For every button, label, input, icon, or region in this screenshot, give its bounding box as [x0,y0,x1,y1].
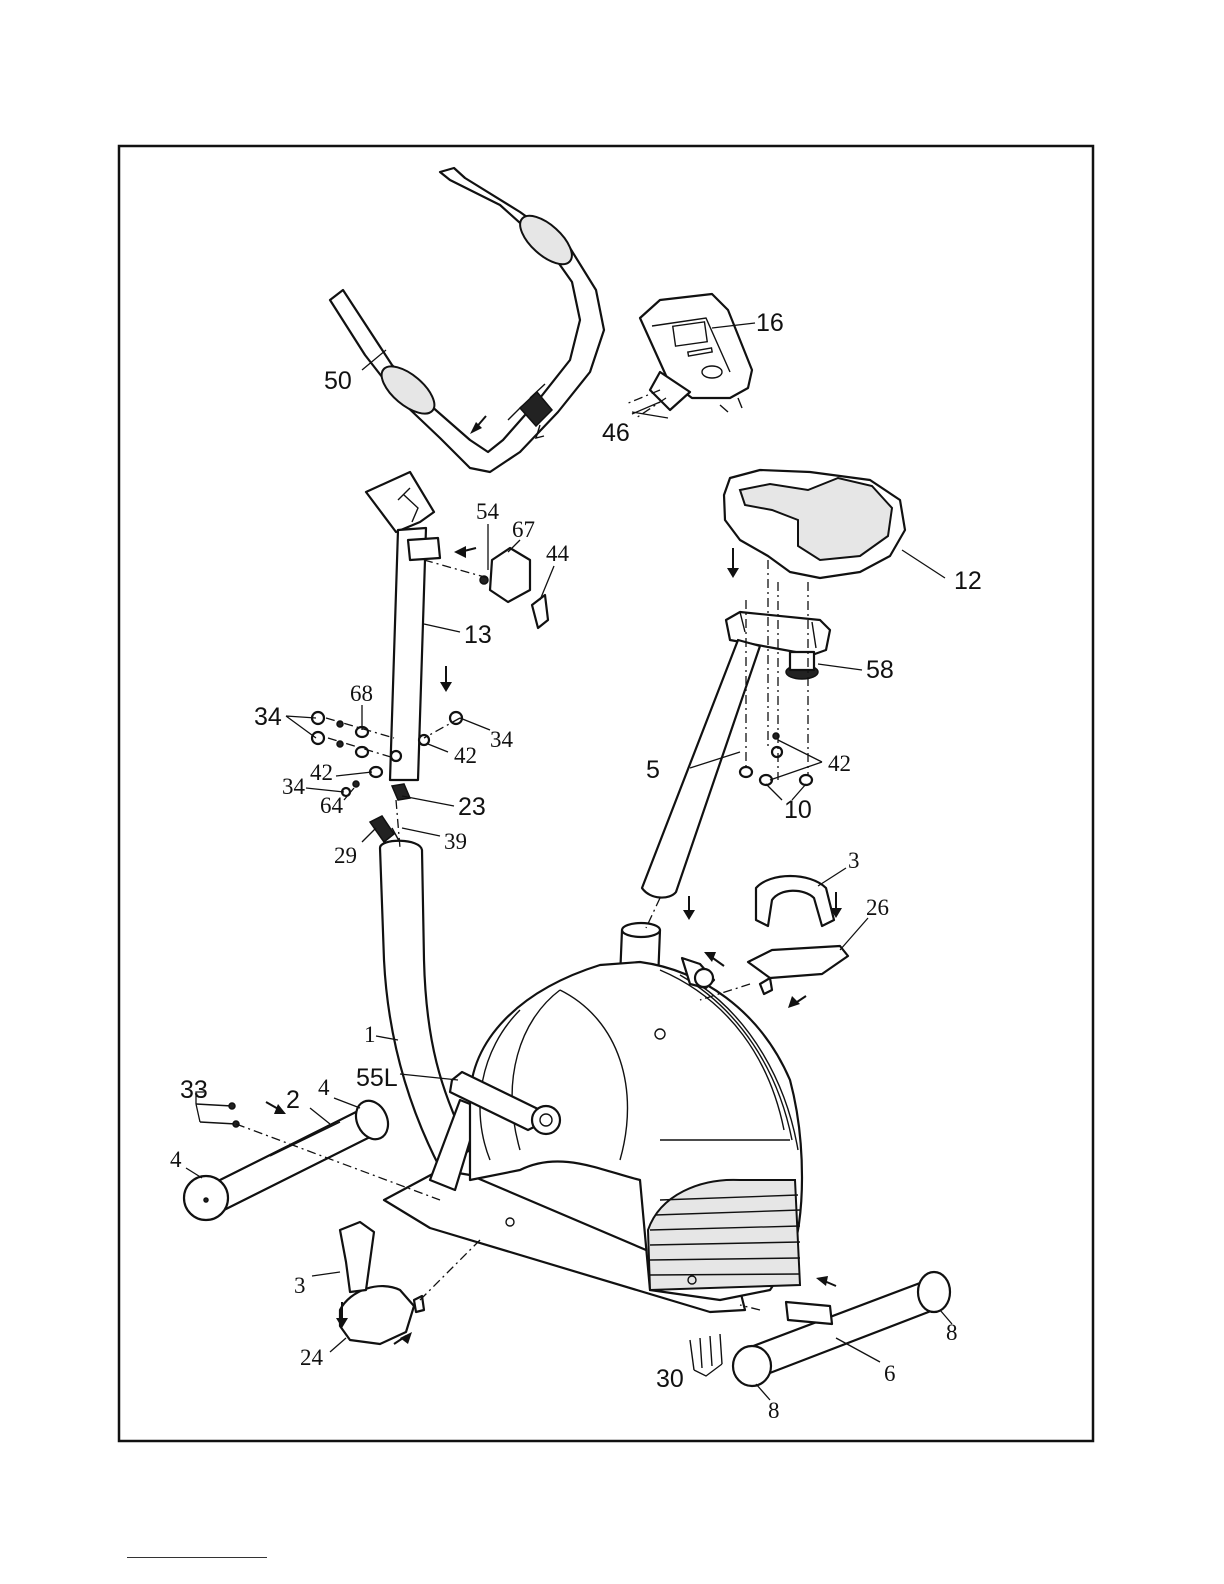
callout-64: 64 [320,793,344,818]
callout-55L: 55L [356,1064,398,1092]
handle-post-fasteners [312,712,462,796]
left-pedal [340,1222,424,1344]
callout-23: 23 [458,793,486,821]
callout-6: 6 [884,1361,896,1386]
console [640,294,752,412]
callout-1: 1 [364,1022,376,1047]
callout-10: 10 [784,796,812,824]
front-stabilizer [184,1096,394,1220]
callout-13: 13 [464,621,492,649]
handlebar [330,168,604,472]
callout-26: 26 [866,895,889,920]
right-pedal [748,876,848,994]
callout-34-lower: 34 [282,774,306,799]
callout-3-right: 3 [848,848,860,873]
seat [724,470,905,578]
callout-29: 29 [334,843,357,868]
callout-12: 12 [954,567,982,595]
callout-30: 30 [656,1365,684,1393]
callout-5: 5 [646,756,660,784]
callout-8-left: 8 [768,1398,780,1423]
callout-67: 67 [512,517,535,542]
callout-2: 2 [286,1086,300,1114]
callout-42-lower: 42 [310,760,333,785]
callout-54: 54 [476,499,500,524]
callout-4-lower: 4 [170,1147,182,1172]
callout-50: 50 [324,367,352,395]
callout-44: 44 [546,541,570,566]
callout-39: 39 [444,829,467,854]
handle-post [366,472,440,800]
callout-4-upper: 4 [318,1075,330,1100]
seat-fasteners [740,733,812,785]
callout-33: 33 [180,1076,208,1104]
callout-34-right: 34 [490,727,514,752]
callout-42-seat: 42 [828,751,851,776]
callout-68: 68 [350,681,373,706]
callout-3-left: 3 [294,1273,306,1298]
callout-34-left: 34 [254,703,282,731]
callout-58: 58 [866,656,894,684]
callout-46: 46 [602,419,630,447]
callout-16: 16 [756,309,784,337]
adjustment-knob [480,548,548,628]
callout-8-right: 8 [946,1320,958,1345]
callout-42-post: 42 [454,743,477,768]
footer-rule [127,1557,267,1558]
callout-24: 24 [300,1345,324,1370]
